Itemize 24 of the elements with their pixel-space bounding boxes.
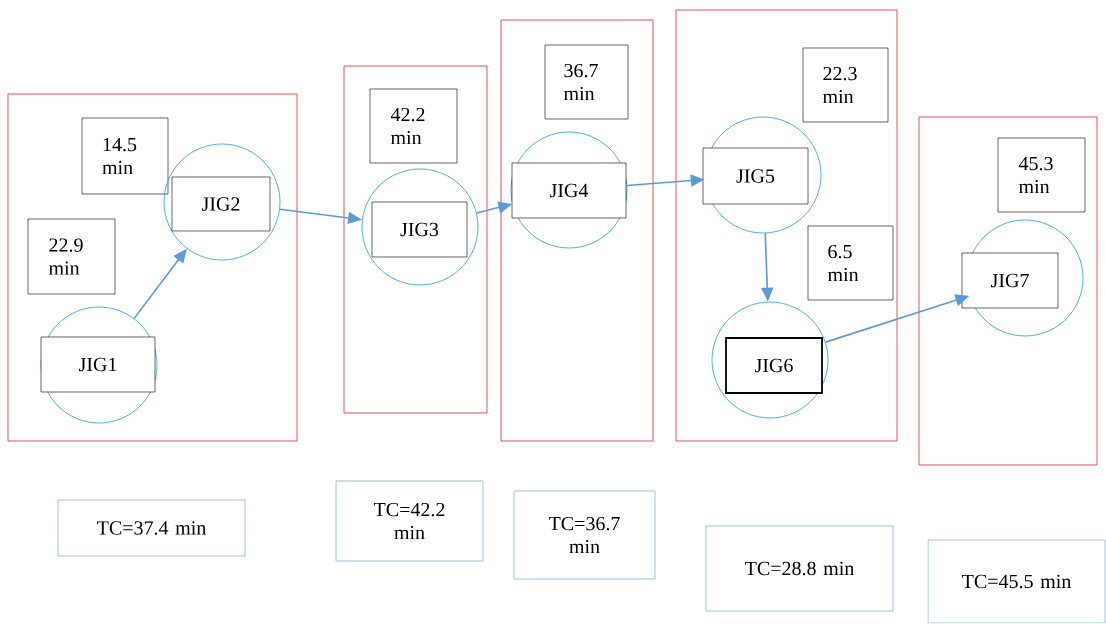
cycle-time-box: TC=42.2 min: [335, 480, 484, 562]
jig-box: JIG3: [371, 201, 468, 258]
station-box: [343, 65, 488, 414]
time-box: 22.9 min: [27, 218, 116, 295]
jig-box: JIG1: [40, 336, 156, 393]
cycle-time-box: TC=45.5 min: [927, 539, 1106, 624]
time-box: 6.5 min: [807, 225, 894, 301]
jig-box: JIG5: [702, 147, 809, 205]
time-box: 14.5 min: [81, 117, 169, 195]
station-box: [675, 9, 898, 442]
jig-box: JIG6: [725, 337, 823, 394]
cycle-time-box: TC=28.8 min: [705, 525, 894, 612]
time-box: 22.3 min: [802, 47, 889, 123]
time-box: 45.3 min: [997, 137, 1086, 213]
jig-box: JIG4: [511, 162, 627, 219]
time-box: 36.7 min: [544, 44, 629, 120]
station-box: [500, 19, 654, 442]
station-box: [918, 116, 1098, 466]
jig-box: JIG7: [961, 252, 1059, 309]
cycle-time-box: TC=37.4 min: [57, 499, 246, 557]
time-box: 42.2 min: [369, 88, 458, 164]
cycle-time-box: TC=36.7 min: [513, 490, 656, 580]
station-box: [7, 93, 298, 442]
jig-box: JIG2: [171, 176, 271, 232]
